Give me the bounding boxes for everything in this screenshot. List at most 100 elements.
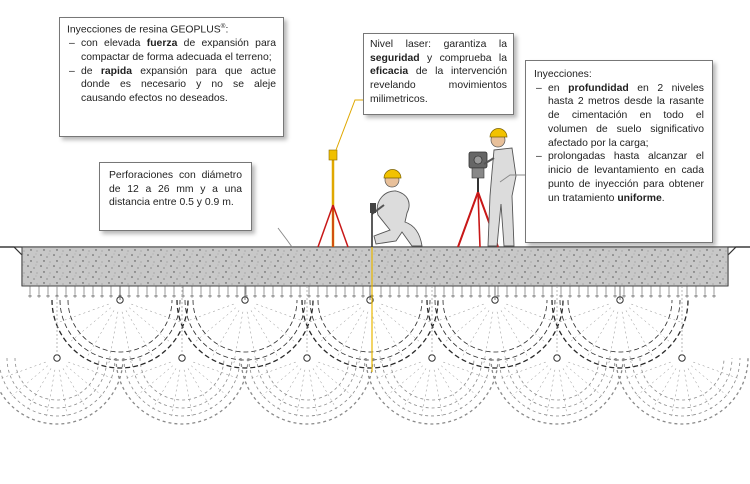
bulb-ray: [443, 361, 491, 380]
bulb-ray: [373, 361, 421, 380]
bulb-ray: [683, 369, 694, 420]
leader-perforations: [277, 227, 293, 248]
slab-tick-dot: [514, 294, 518, 298]
bulb-arc: [59, 299, 181, 361]
bulb-ray: [375, 310, 403, 356]
bulb-ray: [568, 361, 616, 380]
slab-tick-dot: [307, 294, 311, 298]
slab-tick-dot: [415, 294, 419, 298]
bulb-ray: [320, 307, 361, 342]
injections-item-prolonged: prolongadas hasta alcanzar el inicio de …: [534, 150, 704, 205]
bulb-arc: [623, 357, 741, 417]
slab-tick-dot: [334, 294, 338, 298]
slab-tick-dot: [604, 294, 608, 298]
slab-tick-dot: [235, 294, 239, 298]
bulb-ray: [250, 310, 278, 356]
bulb-ray: [59, 303, 109, 323]
laser-level-post: [317, 149, 349, 248]
bulb-arc: [192, 299, 298, 353]
bulb-ray: [562, 368, 589, 412]
bulb-ray: [9, 365, 48, 399]
bulb-ray: [337, 310, 365, 356]
bulb-arc: [317, 299, 423, 353]
callout-perforations: Perforaciones con diámetro de 12 a 26 mm…: [99, 162, 252, 231]
bulb-ray: [625, 310, 653, 356]
bulb-ray: [316, 365, 355, 399]
slab-tick-dot: [649, 294, 653, 298]
bulb-arc: [131, 357, 233, 409]
bulb-arc: [365, 357, 499, 425]
perforations-text: Perforaciones con diámetro de 12 a 26 mm…: [109, 170, 242, 209]
bulb-arc: [514, 357, 600, 401]
bulb-ray: [687, 368, 714, 412]
bulb-ray: [121, 311, 132, 364]
callout-laser-level: Nivel laser: garantiza la seguridad y co…: [363, 33, 514, 115]
bulb-arc: [615, 357, 749, 425]
bulb-ray: [650, 368, 677, 412]
bulb-ray: [62, 368, 89, 412]
callout-injection-levels: Inyecciones: en profundidad en 2 niveles…: [525, 60, 713, 243]
bulb-ray: [131, 303, 181, 323]
bulb-ray: [525, 368, 552, 412]
bulb-ray: [259, 365, 298, 399]
bulb-ray: [462, 310, 490, 356]
resin-item-force: con elevada fuerza de expansión para com…: [67, 37, 276, 64]
bulb-ray: [0, 361, 46, 380]
slab-tick-dot: [451, 294, 455, 298]
slab-tick-dot: [172, 294, 176, 298]
slab-tick-dot: [676, 294, 680, 298]
slab-tick-dot: [406, 294, 410, 298]
bulb-ray: [233, 311, 244, 364]
bulb-arc: [631, 357, 733, 409]
bulb-arc: [256, 357, 358, 409]
bulb-arc: [373, 357, 491, 417]
worker-kneeling-figure: [370, 169, 423, 247]
slab-tick-dot: [667, 294, 671, 298]
bulb-ray: [587, 310, 615, 356]
bulb-ray: [68, 361, 116, 380]
slab-tick-dot: [424, 294, 428, 298]
bulb-ray: [634, 365, 673, 399]
slab-tick-dot: [64, 294, 68, 298]
slab-tick-dot: [433, 294, 437, 298]
bulb-ray: [254, 307, 295, 342]
slab-tick-dot: [145, 294, 149, 298]
bulb-arc: [389, 357, 475, 401]
slab-tick-dot: [262, 294, 266, 298]
bulb-arc: [176, 299, 314, 369]
slab-tick-dot: [712, 294, 716, 298]
bulb-ray: [693, 361, 741, 380]
bulb-ray: [191, 365, 230, 399]
slab-tick-dot: [496, 294, 500, 298]
slab-tick-dot: [568, 294, 572, 298]
bulb-ray: [134, 365, 173, 399]
slab-tick-dot: [28, 294, 32, 298]
slab-tick-dot: [541, 294, 545, 298]
bulb-ray: [623, 361, 671, 380]
bulb-ray: [631, 303, 681, 323]
injection-bulbs: [0, 296, 749, 425]
bulb-arc: [51, 299, 189, 369]
bulb-ray: [434, 303, 484, 323]
injections-title: Inyecciones:: [534, 69, 592, 80]
resin-item-speed: de rapida expansión para que actue donde…: [67, 65, 276, 106]
slab-tick-dot: [469, 294, 473, 298]
slab-tick-dot: [577, 294, 581, 298]
slab-tick-dot: [37, 294, 41, 298]
bulb-ray: [621, 311, 632, 364]
laser-text: Nivel laser: garantiza la seguridad y co…: [370, 39, 507, 105]
bulb-ray: [309, 303, 359, 323]
bulb-arc: [551, 299, 689, 369]
bulb-ray: [184, 303, 234, 323]
bulb-ray: [500, 310, 528, 356]
bulb-arc: [115, 357, 249, 425]
bulb-arc: [264, 357, 350, 401]
bulb-arc: [184, 299, 306, 361]
slab-tick-dot: [154, 294, 158, 298]
bulb-ray: [58, 369, 69, 420]
callout-resin-title: Inyecciones de resina GEOPLUS®:: [67, 23, 229, 36]
bulb-ray: [123, 361, 171, 380]
ground-left-edge: [0, 246, 23, 286]
bulb-arc: [506, 357, 608, 409]
bulb-ray: [308, 369, 319, 420]
